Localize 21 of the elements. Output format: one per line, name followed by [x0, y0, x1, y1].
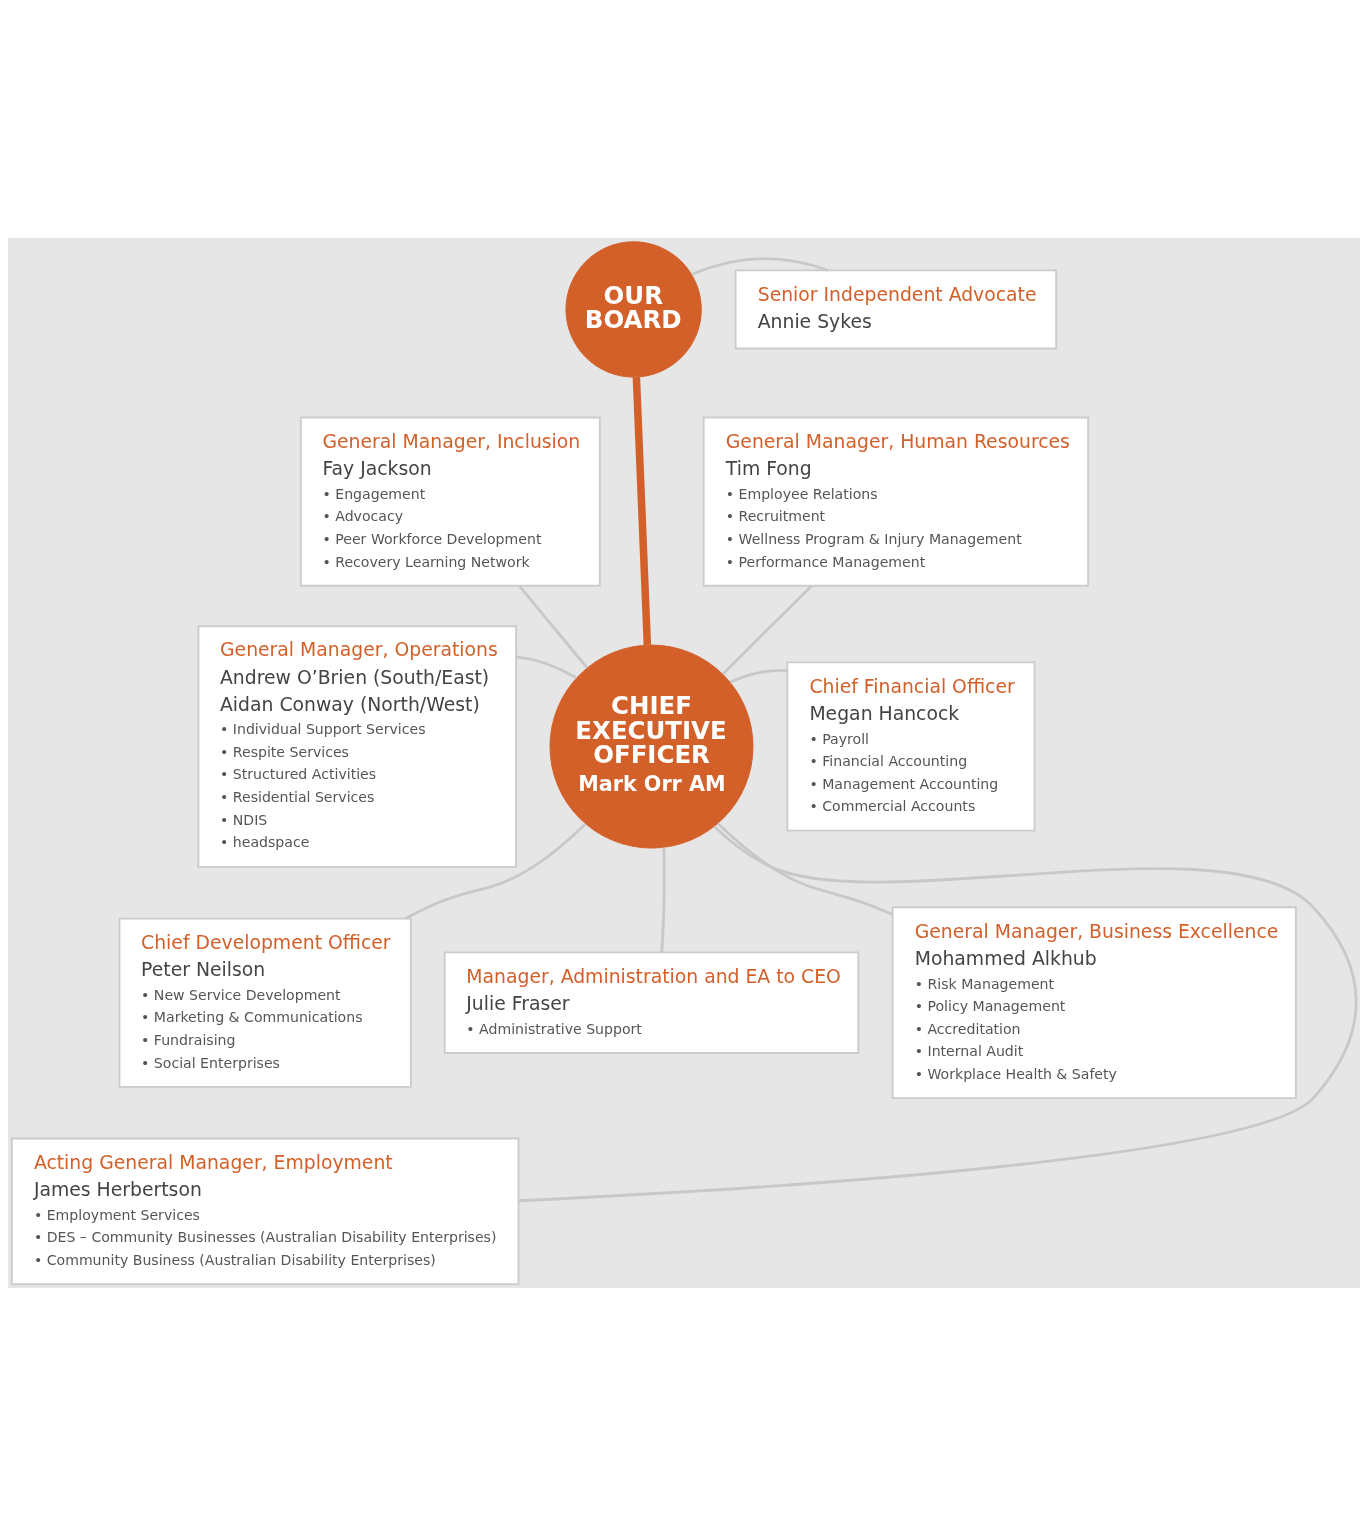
node-box: Manager, Administration and EA to CEO Julie Fraser • Administrative Support: [443, 950, 860, 1054]
node-box: General Manager, Human Resources Tim Fong • Employee Relations • Recruitment • Wellness Program & Injury Management • Performance Management: [702, 416, 1090, 587]
connector: [632, 376, 652, 645]
node-box: Acting General Manager, Employment James Herbertson • Employment Services • DES – Community Businesses (Australian Disability Enterprises) • Community Business (Australian Disability Enterprises): [10, 1137, 520, 1285]
node-box: Senior Independent Advocate Annie Sykes: [734, 269, 1058, 349]
node-box: General Manager, Operations Andrew O’Brien (South/East) Aidan Conway (North/West) • Individual Support Services • Respite Services • Structured Activities • Residential Services • NDIS • headspace: [197, 624, 518, 868]
node-circle: CHIEF EXECUTIVE OFFICER Mark Orr AM: [549, 644, 754, 849]
node-box: Chief Development Officer Peter Neilson • New Service Development • Marketing & Communications • Fundraising • Social Enterprises: [118, 917, 412, 1088]
connector: [716, 822, 893, 916]
node-circle: OUR BOARD: [565, 240, 702, 378]
node-box: General Manager, Business Excellence Mohammed Alkhub • Risk Management • Policy Management • Accreditation • Internal Audit • Workplace Health & Safety: [891, 905, 1297, 1099]
connector: [660, 847, 666, 952]
connector: [518, 584, 589, 669]
connector: [518, 825, 1358, 1202]
node-box: General Manager, Inclusion Fay Jackson • Engagement • Advocacy • Peer Workforce Development • Recovery Learning Network: [299, 416, 601, 587]
connector: [691, 256, 829, 276]
connector: [404, 822, 587, 920]
connector: [729, 668, 788, 683]
connector: [721, 584, 813, 675]
connector: [516, 655, 578, 679]
node-box: Chief Financial Officer Megan Hancock • Payroll • Financial Accounting • Management Accounting • Commercial Accounts: [786, 660, 1036, 832]
